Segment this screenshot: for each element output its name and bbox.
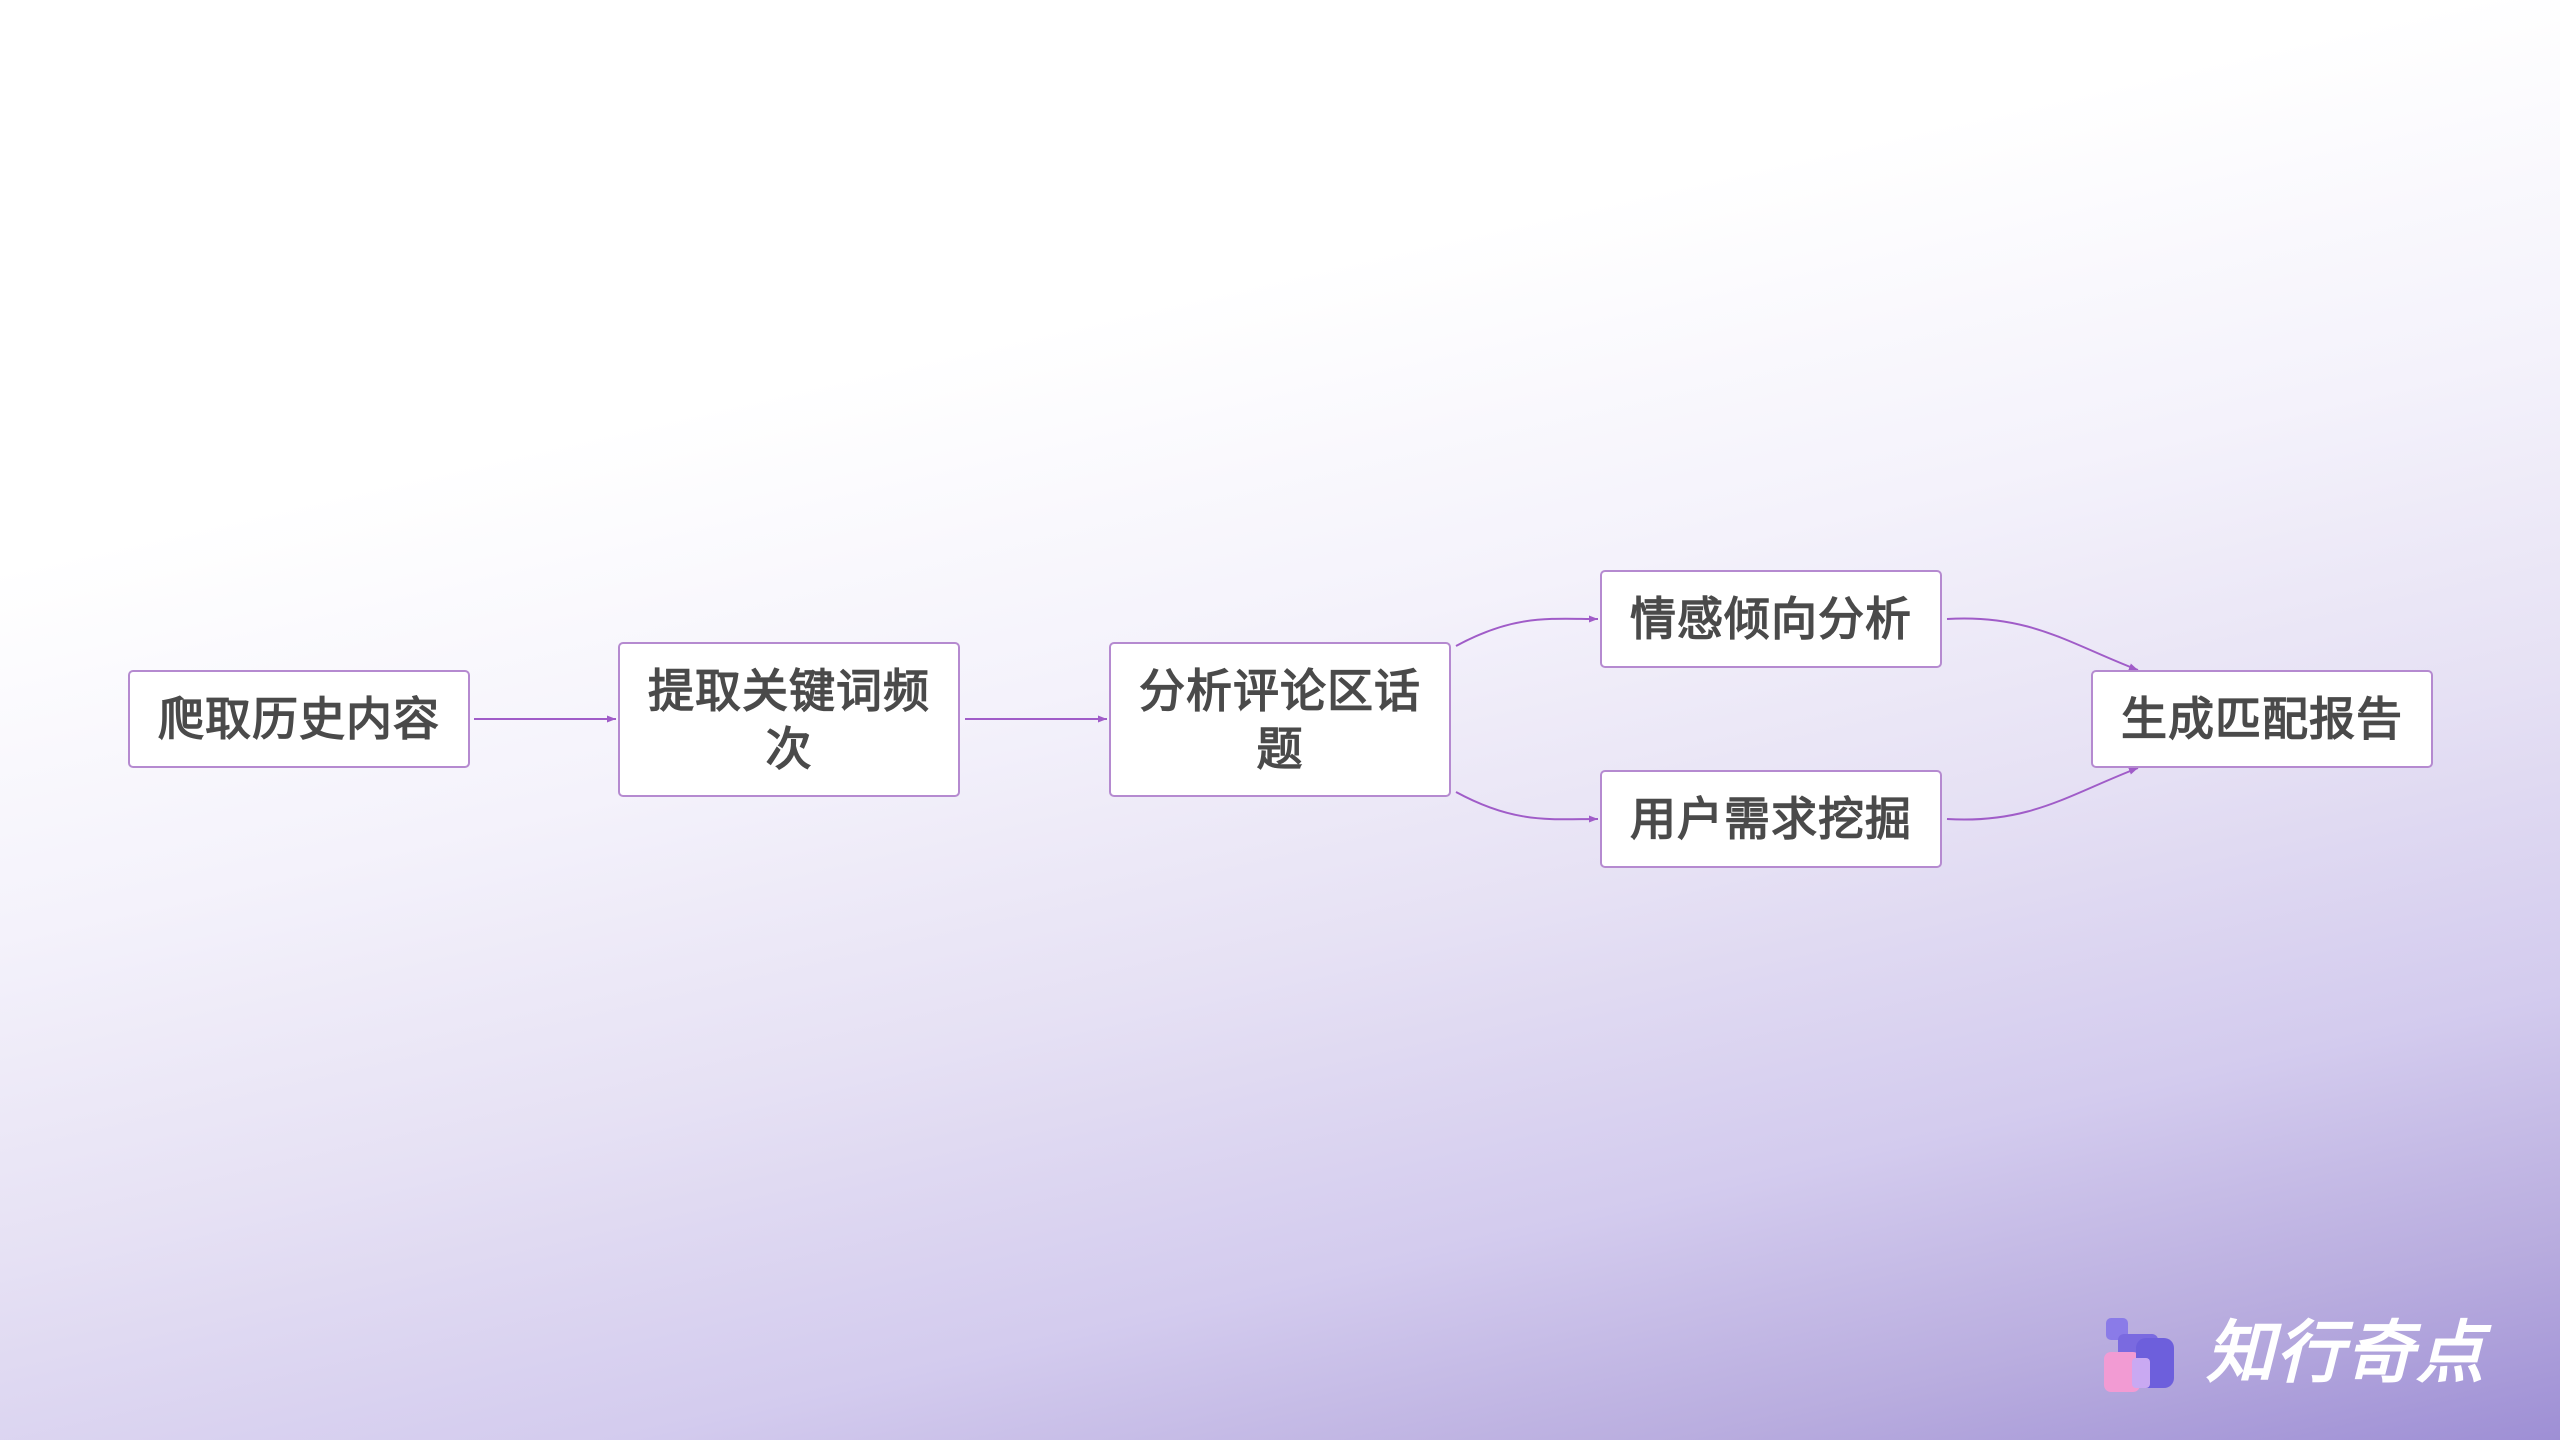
brand-name: 知行奇点	[2206, 1314, 2487, 1393]
node-analyze-topics: 分析评论区话题	[1109, 642, 1451, 797]
node-label: 爬取历史内容	[158, 692, 440, 746]
edge-topics-sentiment	[1455, 615, 1599, 647]
node-label: 分析评论区话题	[1139, 663, 1421, 776]
node-label: 情感倾向分析	[1630, 592, 1912, 646]
node-label: 生成匹配报告	[2121, 692, 2403, 746]
node-user-needs: 用户需求挖掘	[1600, 770, 1942, 868]
edge-needs-report	[1946, 767, 2139, 821]
node-label: 提取关键词频次	[648, 663, 930, 776]
node-crawl-history: 爬取历史内容	[128, 670, 470, 768]
node-extract-keywords: 提取关键词频次	[618, 642, 960, 797]
node-sentiment-analysis: 情感倾向分析	[1600, 570, 1942, 668]
node-generate-report: 生成匹配报告	[2091, 670, 2433, 768]
edge-sentiment-report	[1946, 617, 2139, 671]
brand-logo-icon	[2104, 1318, 2174, 1392]
edge-topics-needs	[1455, 791, 1599, 823]
node-label: 用户需求挖掘	[1630, 792, 1912, 846]
